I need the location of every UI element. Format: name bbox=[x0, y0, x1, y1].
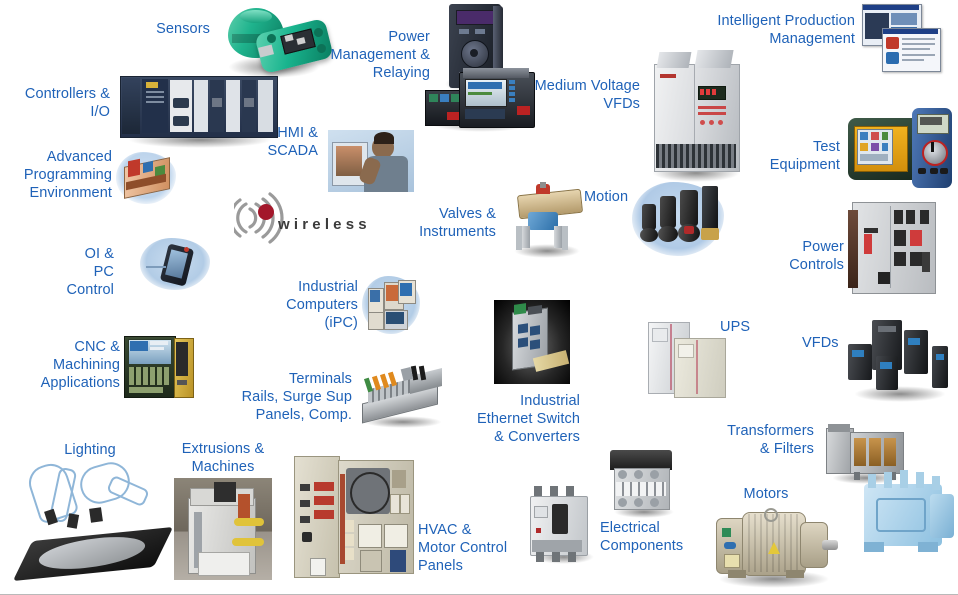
image-sensors bbox=[222, 4, 334, 78]
label-controllers-io: Controllers & I/O bbox=[24, 86, 110, 120]
wireless-logo-text: wireless bbox=[278, 216, 371, 233]
image-industrial-computers bbox=[362, 276, 420, 334]
label-lighting: Lighting bbox=[64, 442, 116, 458]
image-ups bbox=[648, 322, 726, 398]
label-test-equipment: Test Equipment bbox=[769, 139, 840, 173]
label-electrical-components: Electrical Components bbox=[600, 520, 684, 554]
logo-wireless: wireless bbox=[229, 190, 367, 248]
label-medium-voltage-vfds: Medium Voltage VFDs bbox=[534, 78, 640, 112]
label-valves-instruments: Valves & Instruments bbox=[419, 206, 496, 240]
label-motors: Motors bbox=[743, 486, 789, 502]
image-intelligent-production-management bbox=[862, 4, 941, 72]
image-motion bbox=[632, 182, 724, 256]
label-intelligent-production-management: Intelligent Production Management bbox=[717, 13, 855, 47]
label-transformers-filters: Transformers & Filters bbox=[727, 423, 814, 457]
label-motion: Motion bbox=[584, 189, 629, 205]
image-hmi-scada bbox=[328, 130, 414, 192]
label-advanced-programming-environment: Advanced Programming Environment bbox=[23, 149, 112, 201]
label-ups: UPS bbox=[720, 319, 751, 335]
image-hvac-motor-control-panels bbox=[294, 456, 414, 582]
label-industrial-computers: Industrial Computers (iPC) bbox=[286, 279, 358, 331]
label-power-controls: Power Controls bbox=[789, 239, 844, 273]
image-power-controls bbox=[848, 200, 938, 296]
image-lighting bbox=[12, 457, 174, 582]
image-industrial-ethernet-switch bbox=[494, 300, 570, 384]
image-test-equipment bbox=[848, 108, 954, 188]
image-controllers-io bbox=[120, 76, 278, 148]
label-industrial-ethernet-switch: Industrial Ethernet Switch & Converters bbox=[476, 393, 580, 445]
label-vfds: VFDs bbox=[802, 335, 839, 351]
image-transformers-filters bbox=[826, 424, 906, 484]
image-vfds bbox=[848, 318, 952, 402]
label-terminals: Terminals Rails, Surge Sup Panels, Comp. bbox=[241, 371, 352, 423]
image-extrusions-machines bbox=[174, 478, 272, 580]
image-electrical-components-breaker bbox=[530, 486, 600, 564]
image-oi-pc-control bbox=[140, 238, 210, 290]
label-sensors: Sensors bbox=[156, 21, 210, 37]
label-cnc-machining: CNC & Machining Applications bbox=[40, 339, 120, 391]
label-hvac-motor-control-panels: HVAC & Motor Control Panels bbox=[418, 522, 508, 574]
label-oi-pc-control: OI & PC Control bbox=[66, 246, 114, 298]
image-valves-instruments bbox=[506, 182, 588, 258]
image-motors bbox=[712, 508, 838, 588]
label-extrusions-machines: Extrusions & Machines bbox=[181, 441, 265, 475]
label-hmi-scada: HMI & SCADA bbox=[267, 125, 318, 159]
image-electrical-components-contactor bbox=[610, 450, 680, 518]
image-advanced-programming-environment bbox=[116, 152, 176, 204]
image-power-management-relay bbox=[425, 68, 535, 132]
image-large-blue-machine bbox=[856, 470, 956, 562]
image-cnc-machining bbox=[124, 336, 194, 398]
label-power-management: Power Management & Relaying bbox=[330, 29, 430, 81]
image-terminals bbox=[358, 365, 448, 428]
image-medium-voltage-vfds bbox=[648, 48, 744, 182]
